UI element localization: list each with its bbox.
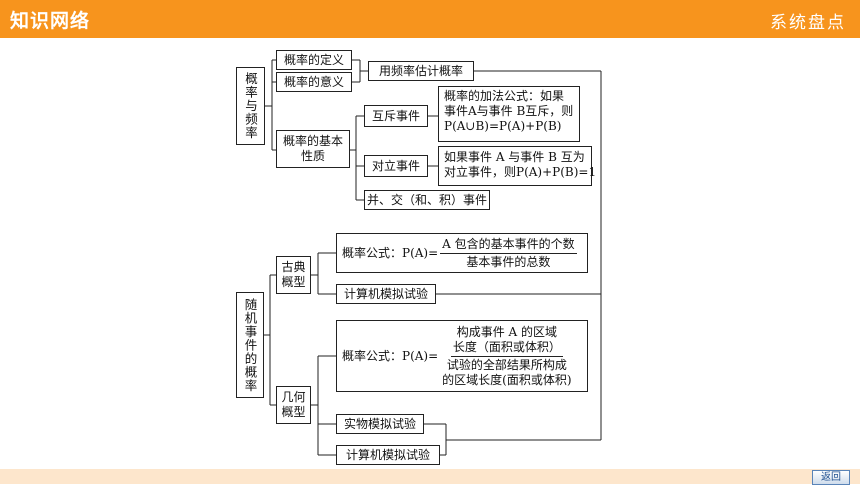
geometric-fraction: 构成事件 A 的区域 长度（面积或体积） 试验的全部结果所构成 的区域长度(面积… [440,325,573,388]
geometric-numerator-line-2: 长度（面积或体积） [452,339,561,354]
opposite-formula-line-1: 如果事件 A 与事件 B 互为 [444,150,585,164]
page-title: 知识网络 [10,10,91,32]
classical-fraction: A 包含的基本事件的个数 基本事件的总数 [440,237,577,270]
geometric-numerator-line-1: 构成事件 A 的区域 [456,324,557,339]
geometric-denominator-line-1: 试验的全部结果所构成 [446,357,567,372]
opposite-formula-line-2: 对立事件，则P(A)+P(B)=1 [444,165,597,179]
geometric-numerator: 构成事件 A 的区域 长度（面积或体积） [450,324,563,357]
node-probability-definition: 概率的定义 [276,50,352,70]
node-probability-and-frequency: 概率与频率 [236,67,265,145]
node-classical-formula: 概率公式：P(A)= A 包含的基本事件的个数 基本事件的总数 [336,233,588,273]
classical-denominator: 基本事件的总数 [466,254,551,269]
geometric-denominator: 试验的全部结果所构成 的区域长度(面积或体积) [440,357,573,388]
node-frequency-estimate: 用频率估计概率 [368,61,474,81]
geometric-formula-prefix: 概率公式：P(A)= [342,348,439,363]
node-probability-meaning: 概率的意义 [276,72,352,92]
back-button[interactable]: 返回 [812,470,850,485]
node-addition-formula: 概率的加法公式：如果 事件A与事件 B互斥，则 P(A∪B)=P(A)+P(B) [438,86,580,142]
footer-bar [0,469,860,484]
classical-numerator: A 包含的基本事件的个数 [440,237,577,254]
node-geometric-model: 几何概型 [276,386,311,424]
node-basic-properties: 概率的基本性质 [276,130,350,168]
node-union-intersection: 并、交（和、积）事件 [364,190,490,210]
node-physical-simulation: 实物模拟试验 [336,414,424,434]
addition-formula-line-1: 概率的加法公式：如果 [444,89,565,103]
node-computer-simulation-1: 计算机模拟试验 [336,284,436,304]
addition-formula-line-3: P(A∪B)=P(A)+P(B) [444,119,562,133]
addition-formula-line-2: 事件A与事件 B互斥，则 [444,104,574,118]
node-classical-model: 古典概型 [276,256,311,294]
node-opposite-event: 对立事件 [364,155,428,177]
node-random-event-probability: 随机事件的概率 [236,292,264,398]
node-geometric-formula: 概率公式：P(A)= 构成事件 A 的区域 长度（面积或体积） 试验的全部结果所… [336,320,588,392]
node-computer-simulation-2: 计算机模拟试验 [336,445,440,465]
node-mutually-exclusive: 互斥事件 [364,105,428,127]
node-opposite-formula: 如果事件 A 与事件 B 互为 对立事件，则P(A)+P(B)=1 [438,146,597,186]
geometric-denominator-line-2: 的区域长度(面积或体积) [442,372,572,387]
section-label: 系统盘点 [770,13,846,33]
classical-formula-prefix: 概率公式：P(A)= [342,245,439,260]
header-bar: 知识网络 系统盘点 [0,0,860,38]
